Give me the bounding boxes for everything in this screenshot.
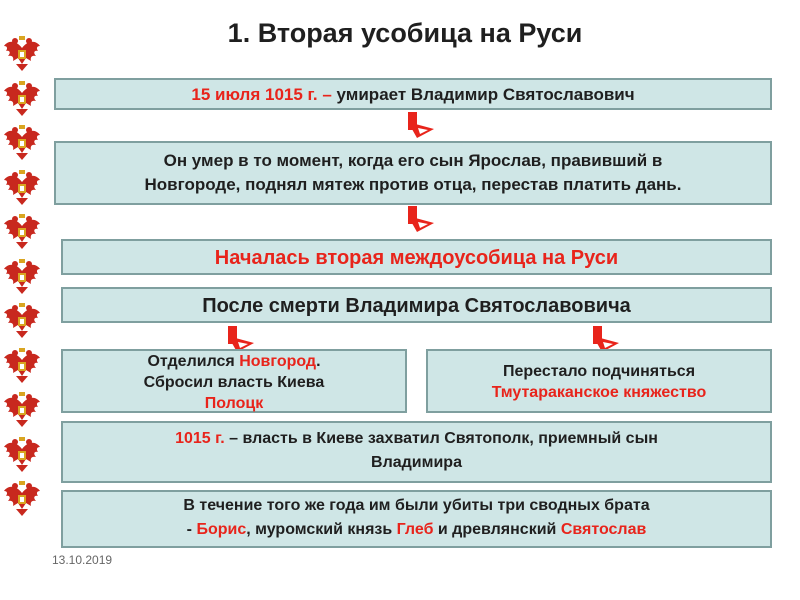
- double-headed-eagle-icon: [4, 125, 40, 160]
- double-headed-eagle-icon: [4, 392, 40, 427]
- svyatopolk-date: 1015 г.: [175, 430, 225, 447]
- polotsk-label: Полоцк: [204, 395, 264, 412]
- svyatopolk-line-2: Владимира: [371, 454, 462, 471]
- brothers-line-1: В течение того же года им были убиты три…: [183, 497, 650, 514]
- tmutarakan-line-1: Перестало подчиняться: [502, 363, 696, 380]
- double-headed-eagle-icon: [4, 80, 40, 116]
- double-headed-eagle-icon: [4, 169, 40, 205]
- death-text: умирает Владимир Святославович: [336, 85, 635, 104]
- tmutarakan-label: Тмутараканское княжество: [491, 384, 707, 401]
- reason-line-1: Он умер в то момент, когда его сын Яросл…: [163, 151, 663, 170]
- boris-label: Борис: [196, 521, 247, 538]
- svyatopolk-box: 1015 г. – власть в Киеве захватил Святоп…: [61, 421, 772, 483]
- slide-date: 13.10.2019: [52, 553, 113, 567]
- civil-war-box: Началась вторая междоусобица на Руси: [61, 239, 772, 275]
- separation-box: Отделился Новгород. Сбросил власть Киева…: [61, 349, 407, 413]
- double-headed-eagle-icon: [4, 481, 40, 516]
- separation-line-2: Сбросил власть Киева: [143, 374, 325, 391]
- death-date: 15 июля 1015 г. –: [191, 85, 337, 104]
- arrow-down-icon: [228, 326, 254, 352]
- after-death-box: После смерти Владимира Святославовича: [61, 287, 772, 323]
- reason-box: Он умер в то момент, когда его сын Яросл…: [54, 141, 772, 205]
- gleb-label: Глеб: [396, 521, 434, 538]
- arrow-down-icon: [408, 112, 434, 138]
- page-title: 1. Вторая усобица на Руси: [227, 18, 583, 48]
- novgorod-label: Новгород: [239, 353, 317, 370]
- separation-prefix: Отделился: [147, 353, 240, 370]
- brothers-dash: -: [186, 521, 197, 538]
- reason-line-2: Новгороде, поднял мятеж против отца, пер…: [144, 175, 682, 194]
- svyatoslav-label: Святослав: [560, 521, 647, 538]
- double-headed-eagle-icon: [4, 214, 40, 249]
- death-box: 15 июля 1015 г. – умирает Владимир Свято…: [54, 78, 772, 110]
- brothers-box: В течение того же года им были убиты три…: [61, 490, 772, 548]
- arrow-down-icon: [408, 206, 434, 232]
- brothers-mid-2: и древлянский: [433, 521, 561, 538]
- double-headed-eagle-icon: [4, 347, 40, 383]
- double-headed-eagle-icon: [4, 258, 40, 294]
- arrow-down-icon: [593, 326, 619, 352]
- svyatopolk-text: – власть в Киеве захватил Святополк, при…: [224, 430, 658, 447]
- separation-suffix: .: [316, 353, 321, 370]
- brothers-mid-1: , муромский князь: [246, 521, 397, 538]
- tmutarakan-box: Перестало подчиняться Тмутараканское кня…: [426, 349, 772, 413]
- double-headed-eagle-icon: [4, 303, 40, 338]
- double-headed-eagle-icon: [4, 436, 40, 472]
- double-headed-eagle-icon: [4, 36, 40, 71]
